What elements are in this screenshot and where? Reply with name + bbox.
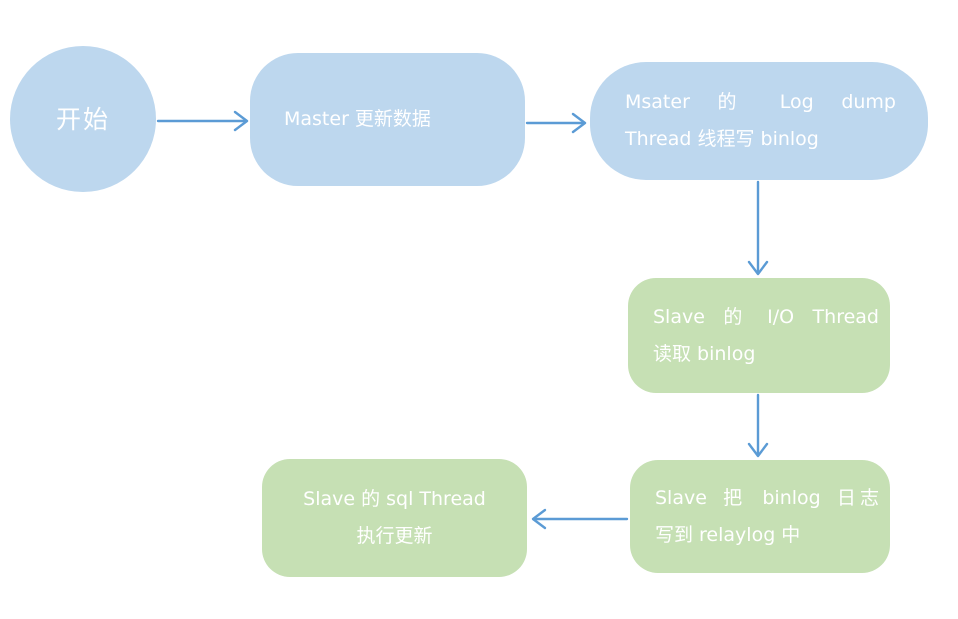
node-label-line-2: 写到 relaylog 中	[655, 523, 801, 546]
node-label-line-1: Slave 把 binlog 日志	[655, 486, 879, 509]
node-label-line-1: Msater 的 Log dump	[625, 91, 896, 113]
node-slave-io-thread: Slave 的 I/O Thread 读取 binlog	[628, 278, 890, 393]
node-label-line-1: Slave 的 I/O Thread	[653, 305, 879, 328]
arrow-write-relaylog-to-sql-thread	[531, 508, 629, 530]
node-slave-write-relaylog: Slave 把 binlog 日志 写到 relaylog 中	[630, 460, 890, 573]
arrow-master-update-to-log-dump	[525, 112, 587, 134]
node-label: Master 更新数据	[284, 108, 431, 130]
node-label: 开始	[55, 104, 110, 134]
node-label-line-1: Slave 的 sql Thread	[303, 488, 486, 510]
node-label-line-2: 读取 binlog	[653, 342, 756, 365]
node-master-log-dump: Msater 的 Log dump Thread 线程写 binlog	[590, 62, 928, 180]
node-start: 开始	[10, 46, 156, 192]
node-label-line-2: 执行更新	[356, 525, 433, 547]
node-label-line-2: Thread 线程写 binlog	[625, 128, 819, 150]
node-slave-sql-thread: Slave 的 sql Thread 执行更新	[262, 459, 527, 577]
node-master-update: Master 更新数据	[250, 53, 525, 186]
arrow-log-dump-to-io-thread	[747, 180, 769, 276]
arrow-start-to-master-update	[156, 110, 249, 132]
arrow-io-thread-to-write-relaylog	[747, 393, 769, 458]
